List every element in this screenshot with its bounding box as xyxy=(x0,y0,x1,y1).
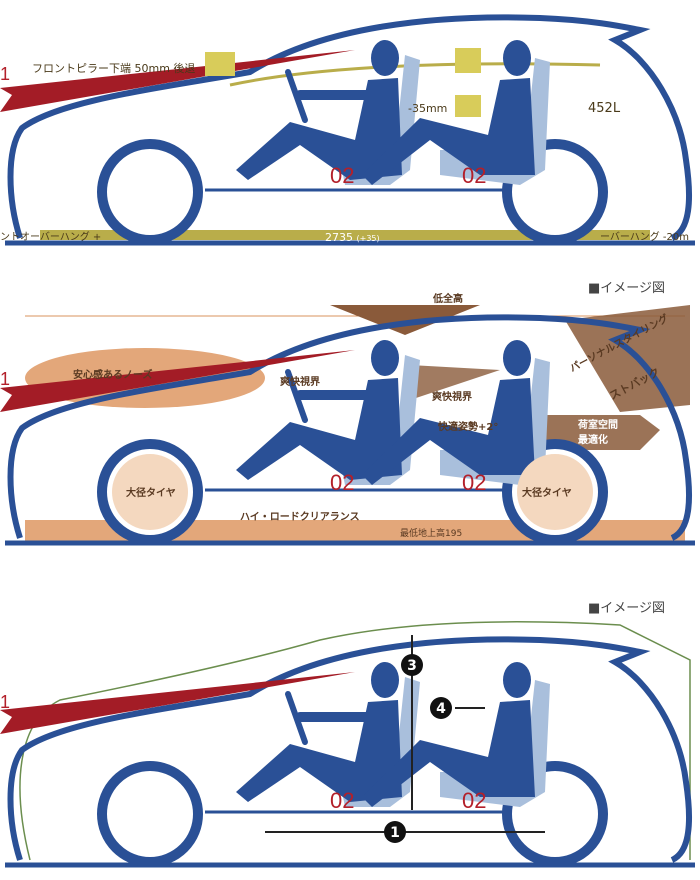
pillar-label: フロントピラー下端 50mm 後退 xyxy=(32,61,195,75)
luggage-label: 452L xyxy=(588,101,621,116)
panel-concept: ■イメージ図 低全高 パーソナルスタイリング ストバック 安心感あるノーズ 爽快… xyxy=(0,281,695,544)
cargo-label-2: 最適化 xyxy=(578,433,608,446)
wheelbase-label: 2735 (+35) xyxy=(325,231,380,244)
panel-layout: ■イメージ図 1 3 4 02 02 1 xyxy=(0,601,695,865)
rear-shift-label: -35mm xyxy=(408,102,447,115)
rear-tire-label: 大径タイヤ xyxy=(522,486,572,499)
edge-mark: 1 xyxy=(0,64,10,84)
marker-1-label: 1 xyxy=(390,825,400,841)
nose-label: 安心感あるノーズ xyxy=(73,368,153,381)
image-caption: ■イメージ図 xyxy=(588,281,665,296)
image-caption: ■イメージ図 xyxy=(588,601,665,616)
rear-seat-label: 02 xyxy=(462,163,486,188)
edge-mark: 1 xyxy=(0,692,10,712)
front-overhang-label: ントオーバーハング + xyxy=(0,230,101,243)
posture-label: 快適姿勢+2° xyxy=(437,420,498,433)
pillar-arrow-icon xyxy=(205,52,235,76)
view-front-label: 爽快視界 xyxy=(280,375,320,388)
marker-3 xyxy=(401,654,423,676)
roof-arrow-icon xyxy=(455,48,481,73)
panel-dimensions: フロントピラー下端 50mm 後退 -35mm 452L 02 02 2735 … xyxy=(0,17,695,244)
rear-seat-label: 02 xyxy=(462,470,486,495)
front-seat-label: 02 xyxy=(330,470,354,495)
front-tire-label: 大径タイヤ xyxy=(126,486,176,499)
seat-shift-arrow-icon xyxy=(455,95,481,117)
view-rear-label: 爽快視界 xyxy=(432,390,472,403)
min-clearance-label: 最低地上高195 xyxy=(400,527,462,539)
low-height-arrow-icon xyxy=(330,305,480,335)
rear-seat-label: 02 xyxy=(462,788,486,813)
cargo-label-1: 荷室空間 xyxy=(577,418,618,431)
marker-1 xyxy=(384,821,406,843)
marker-4 xyxy=(430,697,452,719)
clearance-label: ハイ・ロードクリアランス xyxy=(240,511,360,523)
edge-mark: 1 xyxy=(0,369,10,389)
car-outline xyxy=(0,17,695,243)
marker-3-label: 3 xyxy=(407,658,417,674)
rear-overhang-label: ーバーハング -20m xyxy=(600,230,689,243)
front-seat-label: 02 xyxy=(330,163,354,188)
marker-4-label: 4 xyxy=(436,701,446,717)
front-seat-label: 02 xyxy=(330,788,354,813)
low-height-label: 低全高 xyxy=(432,292,463,305)
